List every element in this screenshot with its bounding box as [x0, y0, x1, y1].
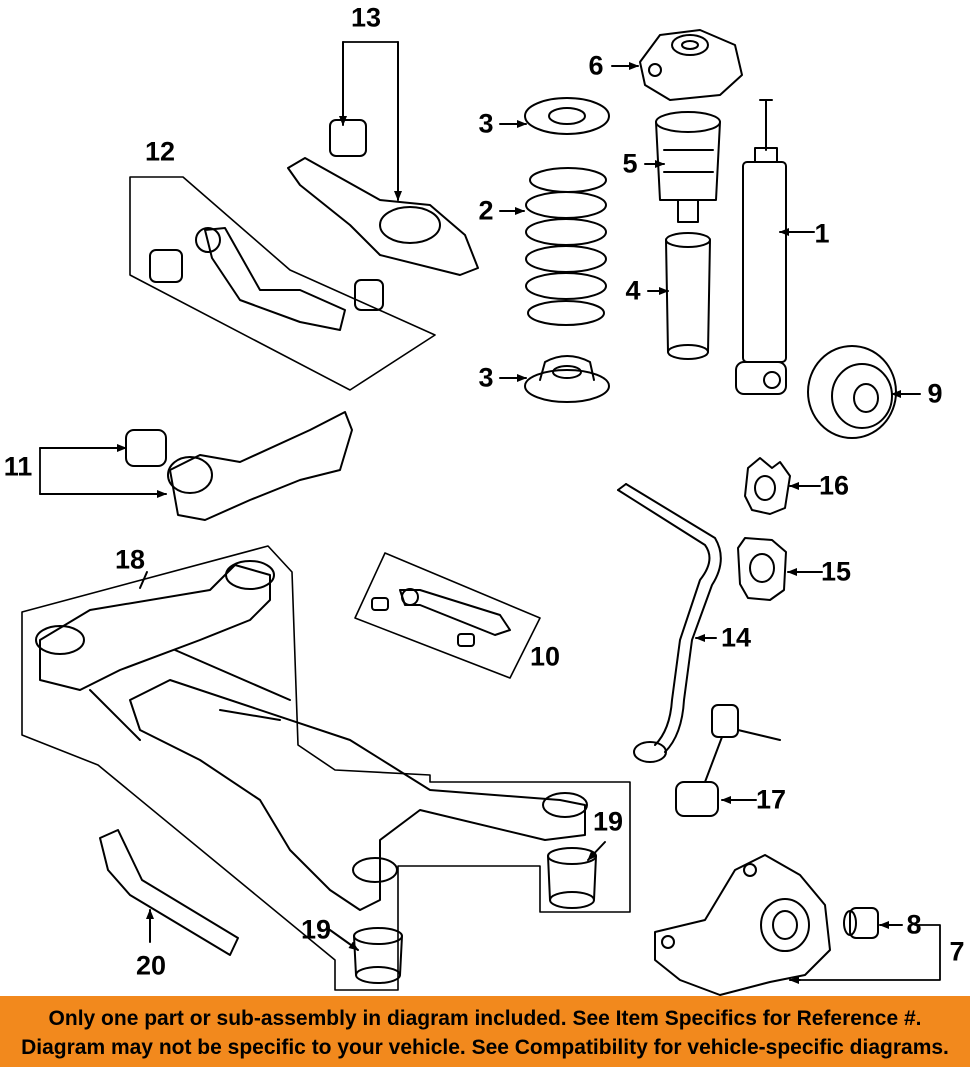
callout-4: 4 [625, 275, 641, 306]
callout-8: 8 [906, 909, 922, 940]
disclaimer-line-2: Diagram may not be specific to your vehi… [21, 1036, 949, 1059]
stabilizer-clamp-part [744, 457, 821, 515]
stabilizer-bushing-part [737, 537, 823, 601]
lower-control-arm-part [287, 41, 479, 276]
callout-3-lower: 3 [478, 362, 494, 393]
callout-3-upper: 3 [478, 108, 494, 139]
callout-7: 7 [949, 936, 965, 967]
upper-mount-part [611, 29, 743, 101]
subframe-bushing-right-part [547, 841, 606, 909]
callout-14: 14 [720, 622, 752, 653]
stabilizer-bar-part [617, 483, 722, 763]
callout-15: 15 [820, 556, 852, 587]
callout-1: 1 [814, 218, 830, 249]
subframe-bushing-left-part [329, 927, 403, 984]
upper-control-arm-part [129, 176, 436, 391]
upper-spring-pad-part [499, 97, 610, 135]
knuckle-part [654, 854, 941, 996]
callout-19-left: 19 [300, 914, 332, 945]
callout-9: 9 [927, 378, 943, 409]
callout-16: 16 [818, 470, 850, 501]
wheel-hub-part [807, 345, 921, 439]
callout-19-right: 19 [592, 806, 624, 837]
callout-13: 13 [350, 2, 382, 33]
coil-spring-part [499, 167, 607, 326]
trailing-arm-part [39, 411, 353, 521]
parts-diagram [21, 29, 941, 996]
disclaimer-banner: Only one part or sub-assembly in diagram… [0, 996, 970, 1067]
callout-10: 10 [529, 641, 561, 672]
lower-spring-seat-part [499, 355, 610, 403]
bracket-part [99, 829, 239, 956]
callout-17: 17 [755, 784, 787, 815]
callout-12: 12 [144, 136, 176, 167]
bump-stop-part [644, 111, 721, 223]
callout-11: 11 [3, 451, 33, 482]
disclaimer-line-1: Only one part or sub-assembly in diagram… [48, 1007, 922, 1030]
callout-20: 20 [135, 950, 167, 981]
callout-6: 6 [588, 50, 604, 81]
stabilizer-link-part [675, 704, 781, 817]
callout-18: 18 [114, 544, 146, 575]
leader-18 [139, 571, 148, 589]
dust-boot-part [647, 232, 711, 360]
callout-2: 2 [478, 195, 494, 226]
subframe-part [21, 545, 631, 991]
knuckle-bushing-part [843, 907, 903, 939]
lateral-link-part [354, 552, 541, 679]
callout-5: 5 [622, 148, 638, 179]
shock-absorber-part [735, 99, 815, 395]
